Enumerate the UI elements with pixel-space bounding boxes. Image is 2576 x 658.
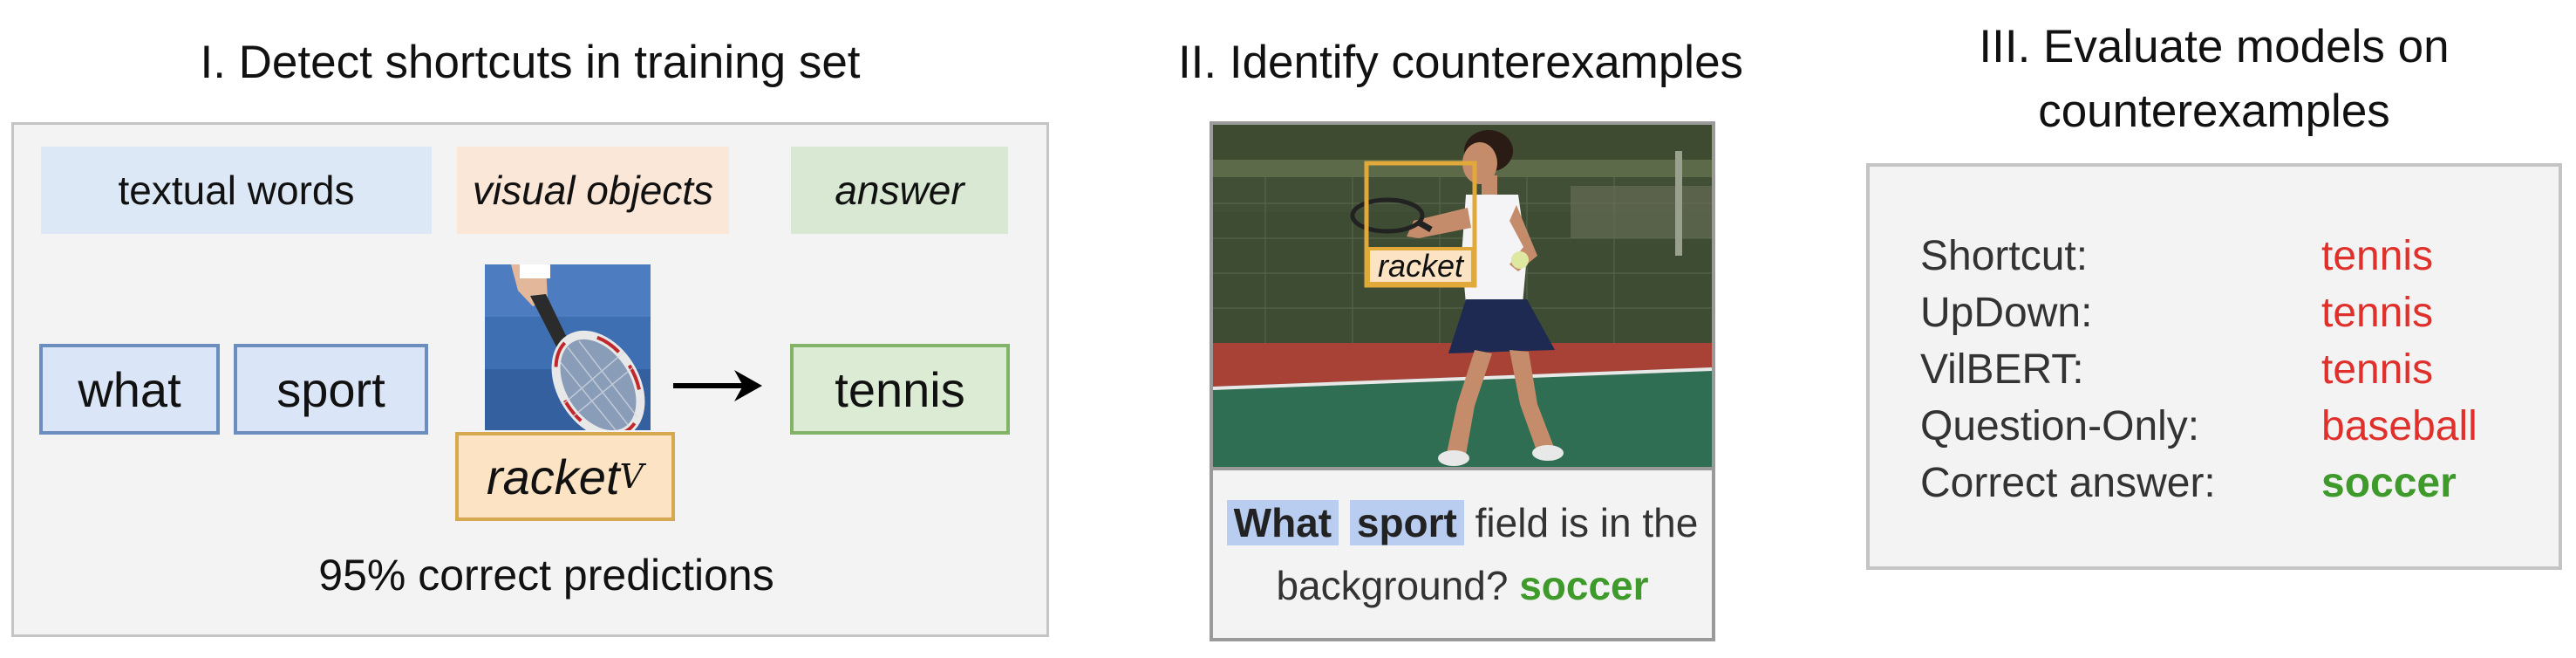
token-answer-tennis: tennis	[790, 344, 1010, 435]
question-line-1: What sport field is in the	[1213, 491, 1712, 554]
legend-textual-words: textual words	[41, 147, 432, 234]
result-row-shortcut: Shortcut: tennis	[1920, 228, 2531, 285]
question-rest-1: field is in the	[1475, 500, 1699, 545]
result-prediction: soccer	[2321, 460, 2457, 506]
counterexample-photo	[1213, 125, 1712, 470]
image-object-label: racket	[1366, 247, 1475, 285]
result-model: VilBERT:	[1920, 346, 2084, 393]
section1-title: I. Detect shortcuts in training set	[200, 37, 861, 88]
section2-title: II. Identify counterexamples	[1177, 37, 1744, 88]
result-row-vilbert: VilBERT: tennis	[1920, 341, 2531, 399]
result-row-correct-answer: Correct answer: soccer	[1920, 455, 2531, 512]
arrow-right-icon	[670, 360, 766, 412]
result-prediction: tennis	[2321, 290, 2434, 336]
result-prediction: tennis	[2321, 233, 2434, 279]
shortcut-accuracy-stat: 95% correct predictions	[318, 551, 774, 600]
result-model: Question-Only:	[1920, 403, 2200, 449]
token-visual-label: racket	[487, 449, 620, 504]
counterexample-question: What sport field is in the background? s…	[1213, 470, 1712, 638]
result-model: Shortcut:	[1920, 233, 2089, 279]
section3-title-line1: III. Evaluate models on	[1979, 21, 2450, 72]
token-word-what: what	[39, 344, 220, 435]
question-word-what: What	[1226, 500, 1339, 545]
token-word-sport: sport	[234, 344, 428, 435]
question-rest-2: background?	[1276, 563, 1509, 608]
question-line-2: background? soccer	[1213, 554, 1712, 617]
counterexample-panel: racket What sport field is in the backgr…	[1210, 121, 1715, 641]
question-word-sport: sport	[1349, 500, 1464, 545]
token-visual-superscript: V	[619, 457, 644, 496]
evaluation-panel: Shortcut: tennis UpDown: tennis VilBERT:…	[1866, 163, 2562, 570]
racket-thumbnail	[485, 264, 651, 430]
section3-title-line2: counterexamples	[2038, 86, 2390, 137]
legend-visual-objects: visual objects	[457, 147, 729, 234]
question-answer: soccer	[1519, 563, 1649, 608]
result-prediction: tennis	[2321, 346, 2434, 393]
result-row-question-only: Question-Only: baseball	[1920, 398, 2531, 456]
result-row-updown: UpDown: tennis	[1920, 284, 2531, 342]
legend-answer: answer	[791, 147, 1008, 234]
result-model: Correct answer:	[1920, 460, 2216, 506]
result-prediction: baseball	[2321, 403, 2477, 449]
result-model: UpDown:	[1920, 290, 2093, 336]
